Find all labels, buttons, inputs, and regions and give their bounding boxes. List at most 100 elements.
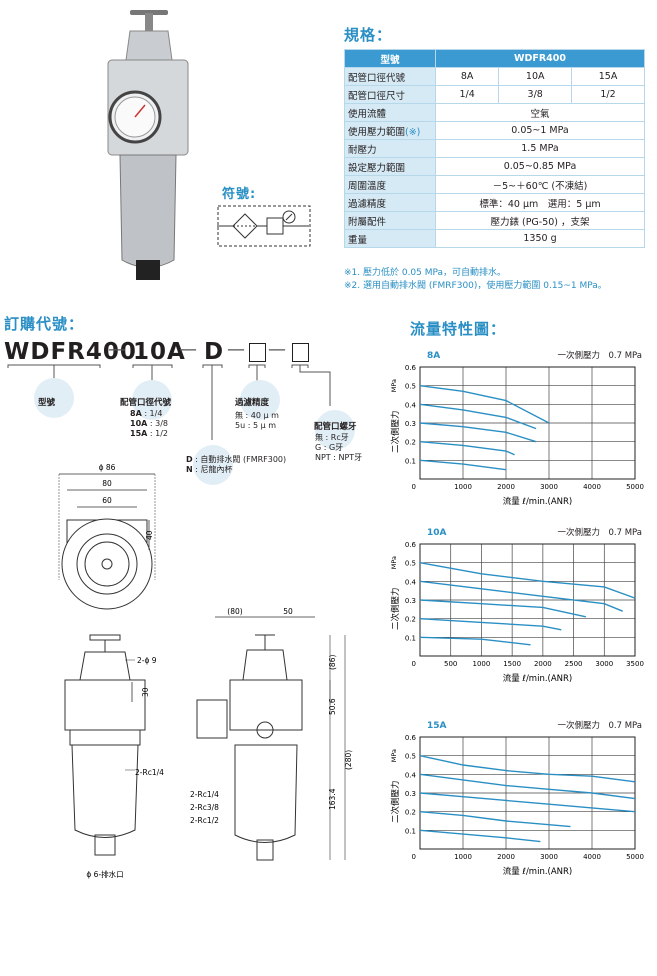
y-tick-label: 0.2 bbox=[405, 439, 416, 447]
y-unit: MPa bbox=[390, 379, 398, 392]
y-tick-label: 0.2 bbox=[405, 616, 416, 624]
y-tick-label: 0.5 bbox=[405, 560, 416, 568]
y-tick-label: 0.4 bbox=[405, 578, 417, 586]
dim-hole: 2-ϕ 9 bbox=[137, 656, 157, 665]
x-tick-label: 1000 bbox=[454, 853, 472, 861]
y-tick-label: 0.5 bbox=[405, 753, 416, 761]
y-tick-label: 0.4 bbox=[405, 401, 417, 409]
dim-port-rc14: 2-Rc1/4 bbox=[190, 790, 219, 799]
filter-label: 過濾精度 bbox=[235, 398, 270, 408]
order-leader-lines bbox=[7, 364, 331, 440]
spec-label-text: 使用壓力範圍 bbox=[348, 126, 406, 138]
x-tick-label: 500 bbox=[444, 660, 457, 668]
dim-side-506: 50.6 bbox=[328, 698, 337, 715]
y-tick-label: 0.1 bbox=[405, 634, 416, 642]
y-tick-label: 0.3 bbox=[405, 790, 416, 798]
dim-w80: 80 bbox=[102, 479, 112, 488]
dim-w60: 60 bbox=[102, 496, 112, 505]
x-axis-label: 流量 ℓ/min.(ANR) bbox=[503, 673, 573, 684]
order-box-thread bbox=[292, 343, 309, 362]
drain-option-value: : 尼龍內杯 bbox=[195, 465, 233, 474]
thread-label: 配管口螺牙 bbox=[314, 422, 357, 432]
y-tick-label: 0.1 bbox=[405, 457, 416, 465]
drain-option-code: N bbox=[186, 465, 193, 474]
order-bubble bbox=[240, 380, 280, 420]
front-view-drawing: 2-ϕ 9 30 2-Rc1/4 ϕ 6-排水口 bbox=[64, 634, 164, 879]
dim-port-rc12: 2-Rc1/2 bbox=[190, 816, 219, 825]
x-axis-label: 流量 ℓ/min.(ANR) bbox=[503, 496, 573, 505]
order-drain: D bbox=[204, 339, 225, 365]
spec-header-label: 型號 bbox=[344, 49, 436, 68]
series-line bbox=[419, 403, 537, 430]
y-unit: MPa bbox=[390, 749, 398, 762]
drain-option: D : 自動排水閥 (FMRF300) bbox=[186, 455, 286, 465]
dim-side-280: (280) bbox=[344, 750, 353, 770]
spec-label: 使用流體 bbox=[344, 103, 436, 122]
note-mark: (※) bbox=[405, 126, 421, 138]
spec-label: 過濾精度 bbox=[344, 193, 436, 212]
order-port: 10A bbox=[133, 339, 186, 365]
y-tick-label: 0.3 bbox=[405, 597, 416, 605]
spec-value: 壓力錶 (PG-50) ，支架 bbox=[435, 211, 645, 230]
x-tick-label: 5000 bbox=[626, 853, 644, 861]
series-line bbox=[419, 561, 636, 599]
port-option: 10A : 3/8 bbox=[130, 419, 168, 429]
spec-label: 附屬配件 bbox=[344, 211, 436, 230]
spec-row: 使用壓力範圍(※) 0.05~1 MPa bbox=[344, 121, 645, 140]
filter-option: 5u : 5 μ m bbox=[235, 421, 276, 430]
dim-phi86: ϕ 86 bbox=[99, 463, 116, 472]
x-tick-label: 2000 bbox=[497, 483, 515, 491]
filter-option: 無 : 40 μ m bbox=[235, 411, 279, 420]
spec-value: 0.05~1 MPa bbox=[435, 121, 645, 140]
y-axis-label: 二次側壓力 bbox=[390, 780, 401, 823]
order-dash: — bbox=[179, 339, 198, 360]
spec-note-1: ※1. 壓力低於 0.05 MPa，可自動排水。 bbox=[344, 268, 507, 278]
drain-options: D : 自動排水閥 (FMRF300) N : 尼龍內杯 bbox=[186, 455, 286, 475]
dim-rc14: 2-Rc1/4 bbox=[135, 768, 164, 777]
y-axis-label: 二次側壓力 bbox=[390, 410, 401, 453]
port-option-value: : 1/2 bbox=[149, 429, 168, 438]
port-option: 15A : 1/2 bbox=[130, 429, 168, 439]
x-tick-label: 0 bbox=[412, 660, 416, 668]
side-view-drawing: (80) 50 (86) 50.6 (280) 163.4 2-Rc1/4 2-… bbox=[190, 607, 353, 861]
chart-subtitle: 一次側壓力 0.7 MPa bbox=[557, 350, 642, 361]
top-view-drawing: ϕ 86 80 60 40 bbox=[58, 463, 156, 610]
order-title: 訂購代號： bbox=[4, 315, 85, 333]
thread-option: 無 : Rc牙 bbox=[315, 433, 349, 442]
order-bubble bbox=[315, 410, 355, 450]
drain-option-code: D bbox=[186, 455, 193, 464]
spec-row: 周圍溫度－5~＋60℃ (不凍結) bbox=[344, 175, 645, 194]
x-tick-label: 5000 bbox=[626, 483, 644, 491]
x-tick-label: 0 bbox=[412, 483, 416, 491]
thread-option: G : G牙 bbox=[315, 443, 344, 452]
port-option-value: : 3/8 bbox=[149, 419, 168, 428]
y-tick-label: 0.6 bbox=[405, 364, 417, 372]
spec-value: 3/8 bbox=[498, 85, 573, 104]
x-tick-label: 2000 bbox=[497, 853, 515, 861]
x-axis-label: 流量 ℓ/min.(ANR) bbox=[503, 866, 573, 877]
port-option-code: 10A bbox=[130, 419, 148, 428]
y-tick-label: 0.2 bbox=[405, 809, 416, 817]
order-model: WDFR400 bbox=[4, 339, 137, 365]
spec-label: 設定壓力範圍 bbox=[344, 157, 436, 176]
spec-label: 配管口徑代號 bbox=[344, 67, 436, 86]
spec-row: 附屬配件壓力錶 (PG-50) ，支架 bbox=[344, 211, 645, 230]
spec-title: 規格： bbox=[344, 26, 393, 44]
spec-table: 型號 WDFR400 配管口徑代號 8A 10A 15A 配管口徑尺寸 1/4 … bbox=[344, 49, 645, 248]
spec-note-2: ※2. 選用自動排水閥 (FMRF300)，使用壓力範圍 0.15~1 MPa。 bbox=[344, 281, 607, 291]
series-line bbox=[419, 754, 636, 783]
y-unit: MPa bbox=[390, 556, 398, 569]
series-line bbox=[419, 773, 636, 800]
order-bubble bbox=[193, 445, 233, 485]
order-dash: — bbox=[268, 339, 287, 360]
spec-value: －5~＋60℃ (不凍結) bbox=[435, 175, 645, 194]
series-line bbox=[419, 580, 623, 612]
dim-side-80: (80) bbox=[227, 607, 242, 616]
thread-option: NPT : NPT牙 bbox=[315, 453, 363, 462]
y-tick-label: 0.5 bbox=[405, 383, 416, 391]
spec-header-row: 型號 WDFR400 bbox=[344, 49, 645, 68]
series-line bbox=[419, 792, 636, 813]
